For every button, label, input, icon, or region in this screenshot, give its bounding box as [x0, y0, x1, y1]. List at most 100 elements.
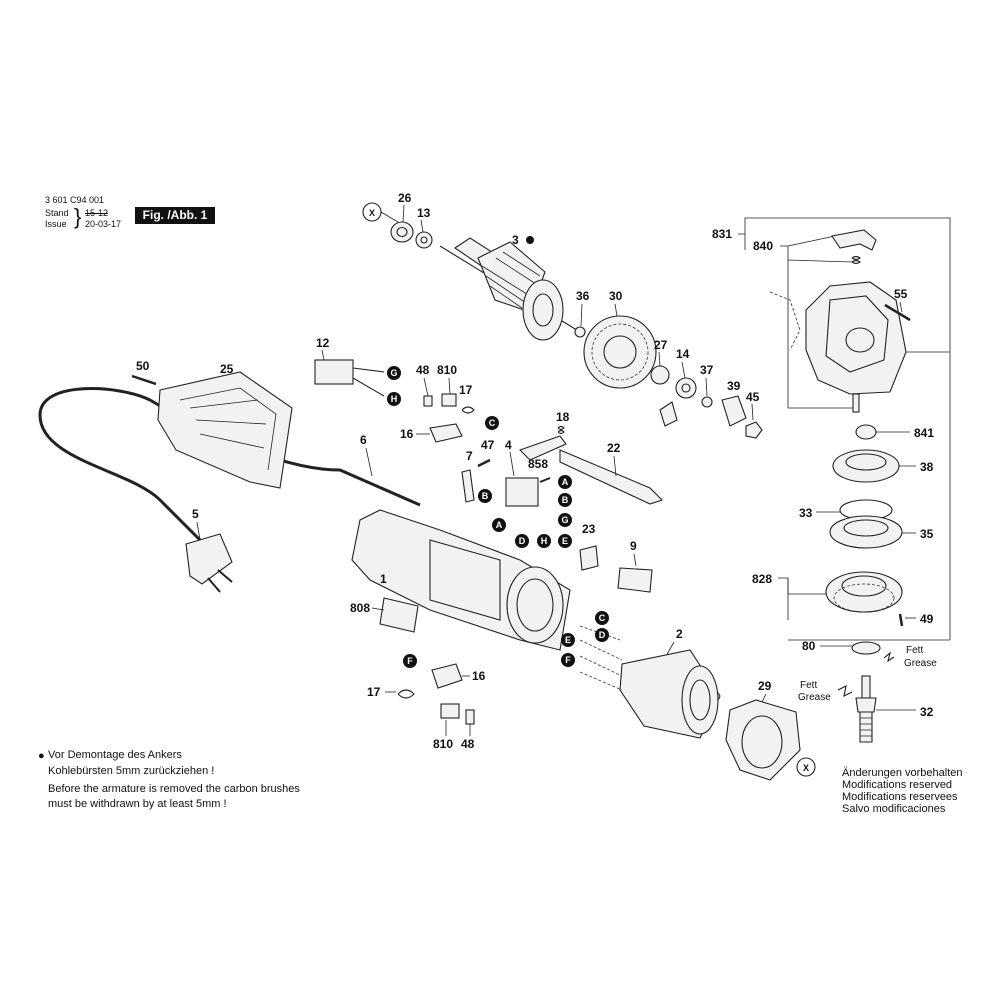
brush-holder-16-top[interactable] — [429, 423, 463, 443]
part-label-80: 80 — [802, 639, 816, 653]
badge-c-1 — [485, 416, 499, 430]
badge-g-2 — [558, 513, 572, 527]
part-label-22: 22 — [607, 441, 621, 455]
bevel-gear-38[interactable] — [832, 449, 900, 483]
leader-13 — [420, 219, 424, 233]
rating-label-808[interactable] — [379, 597, 419, 633]
leader-828 — [778, 577, 830, 595]
armature-fan-hub — [532, 293, 554, 327]
pinion-39[interactable] — [721, 395, 747, 427]
brace: } — [74, 204, 82, 229]
part-label-16a: 16 — [400, 427, 414, 441]
washer-37[interactable] — [701, 396, 713, 408]
badge-g-1 — [387, 366, 401, 380]
carbon-brush-810-bottom[interactable] — [440, 703, 460, 719]
screw-48-top[interactable] — [423, 395, 433, 407]
modifications-en1: Modifications reserved — [842, 779, 953, 791]
leader-2 — [665, 641, 675, 657]
gear-housing-bore — [845, 327, 875, 353]
air-guide-ring-29-bore — [741, 715, 783, 769]
badge-c-1-label: C — [489, 418, 496, 428]
lock-pin[interactable] — [852, 393, 860, 413]
spindle-32-top[interactable] — [861, 675, 871, 699]
badge-b-1-label: B — [482, 491, 489, 501]
leader-6 — [365, 447, 373, 477]
plug-pin-1 — [217, 569, 233, 583]
leader-5 — [196, 521, 201, 541]
part-label-808: 808 — [350, 601, 370, 615]
screw-49[interactable] — [898, 613, 904, 627]
field-wire-f — [579, 671, 623, 691]
part-label-49: 49 — [920, 612, 934, 626]
armature-fan[interactable] — [522, 279, 564, 341]
bearing-26[interactable] — [390, 221, 414, 243]
screw-55[interactable] — [884, 303, 911, 322]
handle-cover-ribs — [179, 387, 277, 471]
ring-27[interactable] — [650, 365, 670, 385]
washer-36[interactable] — [574, 326, 586, 338]
badge-f-2-label: F — [407, 656, 413, 666]
power-cable — [38, 387, 212, 561]
part-label-841: 841 — [914, 426, 934, 440]
grease-mark-left — [837, 685, 853, 697]
screw-50[interactable] — [131, 374, 157, 386]
motor-housing-front — [506, 566, 564, 644]
leader-810a — [448, 377, 451, 395]
modifications-de: Änderungen vorbehalten — [842, 767, 963, 779]
carbon-brush-810-top[interactable] — [441, 393, 457, 407]
leader-37 — [705, 377, 708, 397]
switch-rod-22[interactable] — [559, 449, 664, 505]
spring-18[interactable] — [557, 425, 565, 435]
gear-housing[interactable] — [805, 281, 907, 395]
part-label-7: 7 — [466, 449, 473, 463]
field-stator-face — [681, 665, 719, 735]
label-9[interactable] — [617, 567, 653, 593]
part-label-36: 36 — [576, 289, 590, 303]
part-label-6: 6 — [360, 433, 367, 447]
bearing-14[interactable] — [675, 377, 697, 399]
air-guide-ring-29[interactable] — [725, 699, 801, 781]
screw-48-bottom[interactable] — [465, 709, 475, 725]
washer-13[interactable] — [415, 231, 433, 249]
switch-slide[interactable] — [518, 435, 567, 461]
power-plug[interactable] — [185, 533, 233, 585]
field-group: 2 29 X — [579, 625, 816, 781]
part-label-39: 39 — [727, 379, 741, 393]
badge-d-1-label: D — [519, 536, 526, 546]
needle-bearing-841[interactable] — [855, 424, 877, 440]
terminal-7[interactable] — [461, 469, 475, 503]
bearing-flange-30[interactable] — [583, 315, 657, 389]
armature-windings — [481, 251, 541, 309]
spring-17-top[interactable] — [461, 406, 475, 414]
screw-47[interactable] — [477, 458, 491, 468]
handle-cover-25[interactable] — [157, 371, 293, 489]
spindle-32-threadlines — [860, 717, 872, 737]
nut-45[interactable] — [745, 421, 763, 439]
plug-pin-2 — [207, 577, 221, 593]
part-label-47: 47 — [481, 438, 495, 452]
spindle-32-collar — [855, 697, 877, 713]
washer-80[interactable] — [851, 641, 881, 655]
part-label-48a: 48 — [416, 363, 430, 377]
part-label-55: 55 — [894, 287, 908, 301]
brush-holder-16-bottom[interactable] — [431, 663, 463, 689]
motor-group: 5 50 25 6 1 808 12 48 810 17 — [38, 336, 664, 651]
part-label-35: 35 — [920, 527, 934, 541]
part-23[interactable] — [579, 545, 599, 571]
badge-h-2 — [537, 534, 551, 548]
on-off-switch-4[interactable] — [505, 477, 539, 507]
flange-35[interactable] — [829, 515, 903, 549]
badge-h-1 — [387, 392, 401, 406]
screw-858[interactable] — [539, 477, 551, 483]
interference-suppressor-12[interactable] — [314, 359, 354, 385]
spring-17-bottom[interactable] — [397, 689, 415, 699]
part-label-30: 30 — [609, 289, 623, 303]
note-en-line1: Before the armature is removed the carbo… — [48, 783, 300, 795]
x-badge-bottom — [796, 757, 816, 777]
badge-c-2-label: C — [599, 613, 606, 623]
spindle-lock-button[interactable] — [831, 229, 877, 251]
retaining-clip[interactable] — [659, 401, 678, 427]
leader-831-frame — [738, 217, 951, 640]
bearing-flange-828-ring — [833, 583, 895, 613]
